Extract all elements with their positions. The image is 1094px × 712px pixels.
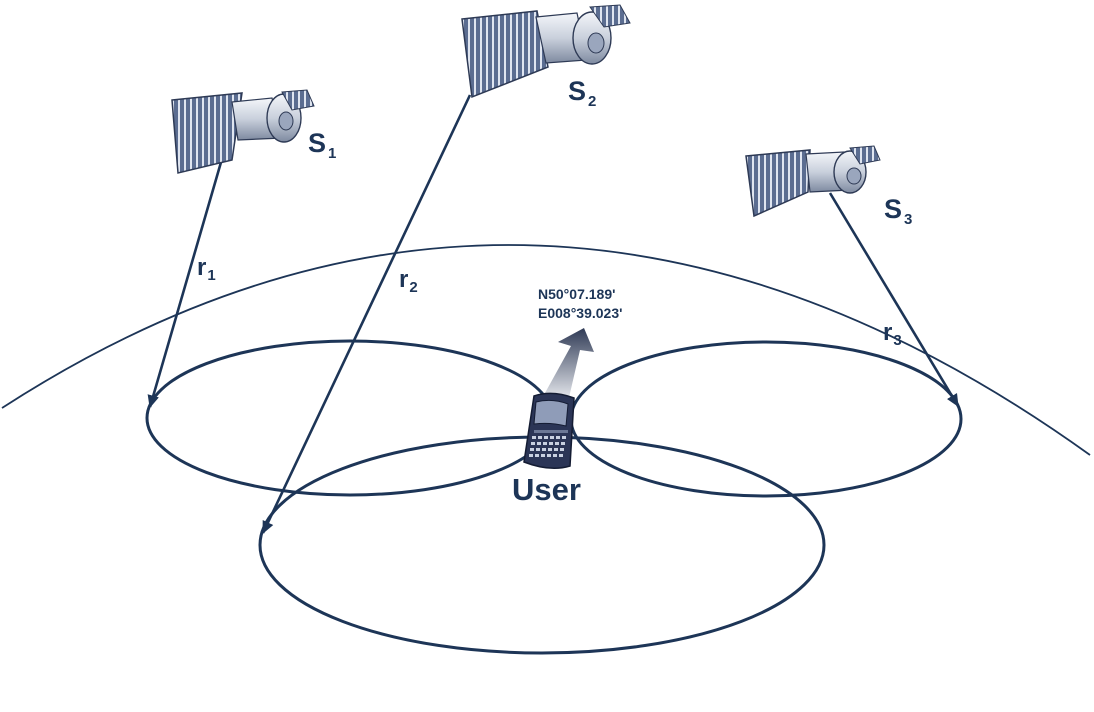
- range-label-r3: r3: [883, 319, 902, 349]
- position-arrow-icon: [545, 328, 594, 402]
- smartphone-icon: [523, 392, 575, 469]
- range-circle-s3: [569, 340, 963, 498]
- position-latitude: N50°07.189': [538, 286, 615, 302]
- satellite-icon: [171, 89, 315, 174]
- satellite-s1: [171, 89, 315, 174]
- user-label: User: [512, 472, 581, 507]
- position-longitude: E008°39.023': [538, 305, 622, 321]
- satellite-s2: [461, 4, 631, 99]
- satellite-icon: [745, 145, 881, 218]
- range-circle-s1: [145, 339, 555, 497]
- range-label-r2: r2: [399, 266, 418, 296]
- range-label-r1: r1: [197, 254, 216, 284]
- satellite-s3: [745, 145, 881, 218]
- satellite-icon: [461, 4, 631, 99]
- range-line-r3: [828, 192, 960, 407]
- range-circle-s2: [258, 435, 826, 655]
- range-line-r2: [261, 94, 472, 535]
- range-line-r1: [147, 144, 228, 409]
